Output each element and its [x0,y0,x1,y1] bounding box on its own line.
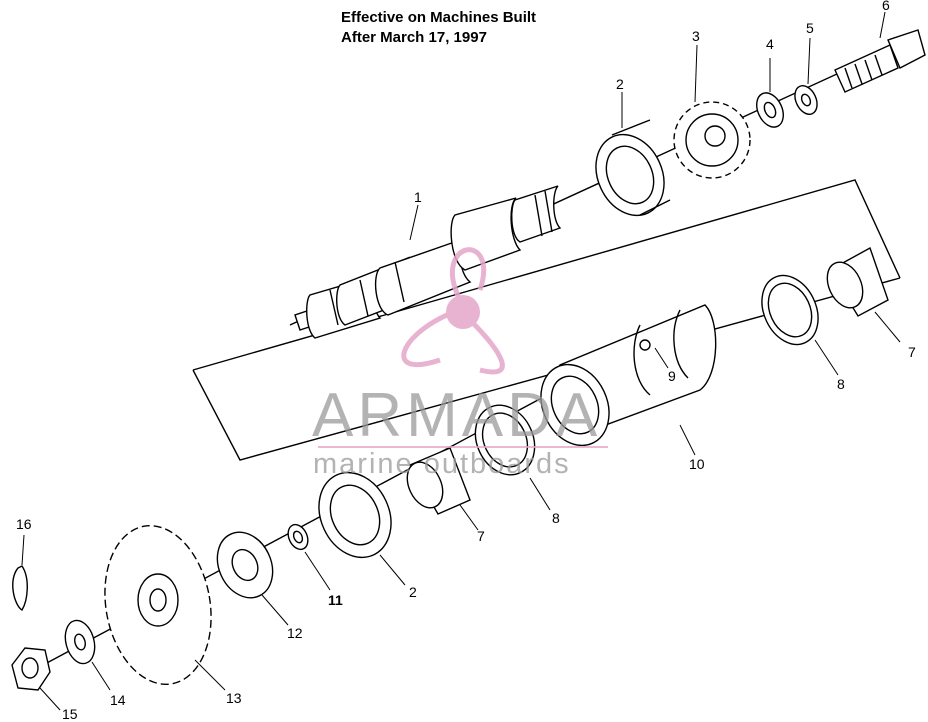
bearing-part-2-lower [318,471,392,559]
watermark-brand: ARMADA [312,381,602,450]
watermark-tagline: marine outboards [313,448,571,480]
title-line-2: After March 17, 1997 [341,29,487,46]
callout-4: 4 [766,36,774,52]
roller-bearing-part-7-lower [406,447,471,515]
callout-3: 3 [692,28,700,44]
callout-7-upper: 7 [908,344,916,360]
spacer-part-12 [216,531,274,599]
sprocket-part-13 [104,524,212,686]
bearing-part-2-upper [595,119,671,217]
washer-part-4 [756,92,784,128]
callout-8-lower: 8 [552,510,560,526]
washer-part-11 [287,523,309,551]
bolt-part-6 [834,29,926,93]
castle-nut-part-15 [11,647,51,691]
armada-watermark [401,247,505,375]
propeller-logo-icon [401,247,505,375]
callout-16: 16 [16,516,32,532]
callout-6: 6 [882,0,890,13]
callout-14: 14 [110,692,126,708]
lock-washer-part-5 [794,85,818,115]
callout-7-lower: 7 [477,528,485,544]
washer-part-14 [64,619,96,665]
callout-9: 9 [668,368,676,384]
sprocket-part-3 [673,101,751,179]
callout-1: 1 [414,189,422,205]
watermark-divider [318,446,608,448]
callout-2-upper: 2 [616,76,624,92]
title-line-1: Effective on Machines Built [341,9,537,26]
bracket-upper [192,179,901,371]
grease-fitting-part-9 [639,339,651,351]
diagram-title: Effective on Machines Built After March … [341,8,536,48]
callout-10: 10 [689,456,705,472]
callout-12: 12 [287,625,303,641]
leader-lines [21,11,901,711]
housing-part-10 [540,304,717,447]
shaft-part-1 [294,185,562,339]
callout-13: 13 [226,690,242,706]
race-part-8-upper [761,274,819,346]
callout-2-lower: 2 [409,584,417,600]
roller-bearing-part-7-upper [826,246,889,317]
callout-8-upper: 8 [837,376,845,392]
cotter-pin-part-16 [12,565,28,611]
callout-15: 15 [62,706,78,722]
callout-11: 11 [328,592,343,608]
callout-5: 5 [806,20,814,36]
race-part-8-lower [474,404,536,476]
